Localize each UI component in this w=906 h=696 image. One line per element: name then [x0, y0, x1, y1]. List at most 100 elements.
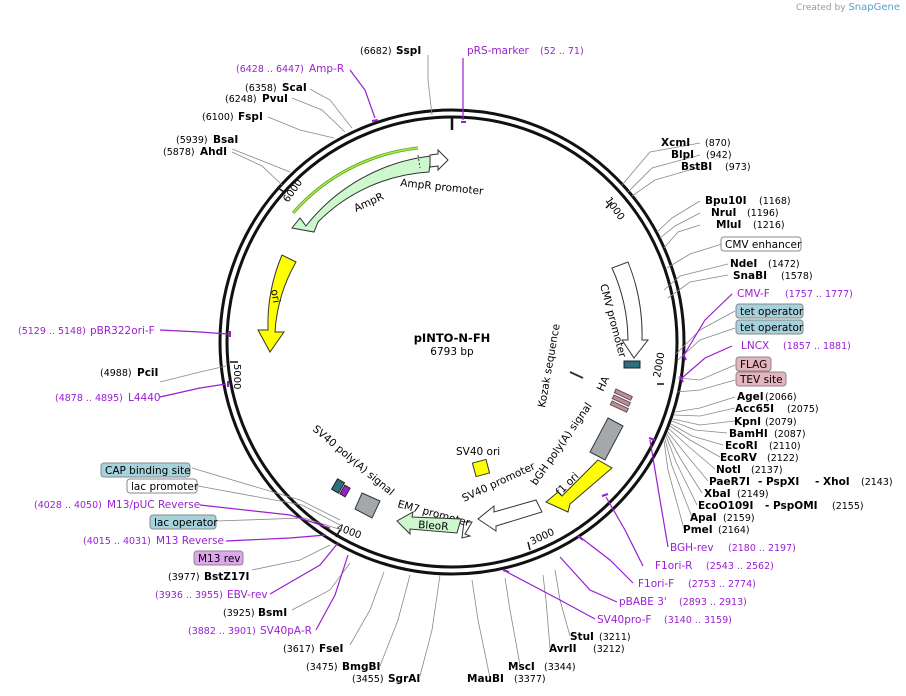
site-name-bamhi: BamHI — [729, 428, 768, 440]
ampr-label: AmpR — [352, 191, 386, 215]
box-cap-binding-site: CAP binding site — [105, 465, 191, 477]
tick-label-1000: 1000 — [603, 195, 627, 222]
site-pos-bstz17i: (3977) — [168, 572, 200, 583]
site-pos-maubi: (3377) — [514, 674, 546, 685]
backbone-outer-ring — [218, 108, 686, 576]
site-pos-apai: (2159) — [723, 513, 755, 524]
m13-rev-block — [339, 484, 351, 498]
primer-pos-cmv-f: (1757 .. 1777) — [785, 289, 853, 300]
site-pos-paer7i: (2143) — [861, 477, 893, 488]
site-name-fspi: FspI — [238, 111, 263, 123]
site-pos-noti: (2137) — [751, 465, 783, 476]
site-name-scai: ScaI — [282, 82, 307, 94]
snapgene-credit: Created by SnapGene — [796, 2, 900, 13]
site-pos-kpni: (2079) — [765, 417, 797, 428]
site-name-pspxi: - PspXI — [758, 476, 799, 488]
tick-label-2000: 2000 — [652, 352, 667, 379]
primer-name-pbabe3: pBABE 3' — [619, 596, 667, 608]
sv40-ori-label: SV40 ori — [456, 446, 500, 458]
site-name-mlui: MluI — [716, 219, 741, 231]
primer-name-sv40pro-f: SV40pro-F — [597, 614, 651, 626]
primer-name-f1ori-r: F1ori-R — [655, 560, 692, 572]
site-name-xhoi: - XhoI — [815, 476, 850, 488]
boxed-labels: CMV enhancer tet operator tet operator F… — [100, 236, 804, 566]
bgh-polya-block — [589, 417, 624, 461]
site-name-msci: MscI — [508, 661, 535, 673]
site-name-ecorv: EcoRV — [720, 452, 758, 464]
site-pos-ecoo109i: (2155) — [832, 501, 864, 512]
primer-pos-sv40pa-r: (3882 .. 3901) — [188, 626, 256, 637]
primer-name-f1ori-f: F1ori-F — [638, 578, 674, 590]
snapgene-logo-text: SnapGene — [848, 2, 900, 13]
site-name-psppomi: - PspOMI — [765, 500, 818, 512]
primer-pos-amp-r: (6428 .. 6447) — [236, 64, 304, 75]
site-name-bmgbi: BmgBI — [342, 661, 380, 673]
site-pos-sspi: (6682) — [360, 46, 392, 57]
ha-label: HA — [595, 374, 613, 393]
site-pos-bamhi: (2087) — [774, 429, 806, 440]
site-pos-bsmi: (3925) — [223, 608, 255, 619]
site-pos-scai: (6358) — [245, 83, 277, 94]
primer-pos-bgh-rev: (2180 .. 2197) — [728, 543, 796, 554]
bleor-label: BleoR — [418, 519, 449, 533]
site-name-ecoo109i: EcoO109I — [698, 500, 753, 512]
site-name-maubi: MauBI — [467, 673, 504, 685]
site-name-pmei: PmeI — [683, 524, 713, 536]
backbone-inner-ring — [225, 115, 679, 569]
primer-pos-prs-marker: (52 .. 71) — [540, 46, 584, 57]
ampr-promoter-arrow — [429, 148, 449, 172]
site-pos-bpu10i: (1168) — [759, 196, 791, 207]
site-pos-agei: (2066) — [765, 392, 797, 403]
site-name-xcmi: XcmI — [661, 137, 690, 149]
site-name-nrui: NruI — [711, 207, 736, 219]
box-lac-operator: lac operator — [154, 517, 218, 529]
box-tet-operator-1: tet operator — [740, 306, 804, 318]
primer-name-m13-reverse: M13 Reverse — [156, 535, 224, 547]
site-name-stui: StuI — [570, 631, 594, 643]
site-pos-bsai: (5939) — [176, 135, 208, 146]
box-tet-operator-2: tet operator — [740, 322, 804, 334]
site-name-paer7i: PaeR7I — [709, 476, 750, 488]
primer-pos-ebv-rev: (3936 .. 3955) — [155, 590, 223, 601]
site-name-xbai: XbaI — [704, 488, 731, 500]
site-pos-snabi: (1578) — [781, 271, 813, 282]
site-pos-avrii: (3212) — [593, 644, 625, 655]
primer-name-cmv-f: CMV-F — [737, 288, 770, 300]
site-pos-sgrai: (3455) — [352, 674, 384, 685]
primer-name-pbr322ori-f: pBR322ori-F — [90, 325, 155, 337]
f1-ori-arrow — [545, 459, 613, 513]
site-name-sspi: SspI — [396, 45, 421, 57]
primer-name-prs-marker: pRS-marker — [467, 45, 530, 57]
kozak-mark — [569, 371, 584, 379]
box-tev-site: TEV site — [739, 374, 783, 386]
plasmid-name: pINTO-N-FH — [414, 331, 491, 345]
site-pos-bstbi: (973) — [725, 162, 751, 173]
credit-prefix: Created by — [796, 3, 846, 13]
site-pos-ecorv: (2122) — [767, 453, 799, 464]
sv40-promoter-arrow — [477, 499, 543, 532]
ampr-arrow — [291, 155, 432, 233]
primer-name-amp-r: Amp-R — [309, 63, 344, 75]
site-pos-bmgbi: (3475) — [306, 662, 338, 673]
ampr-highlight-inner — [292, 147, 419, 214]
sv40-promoter-label: SV40 promoter — [460, 460, 538, 505]
site-pos-msci: (3344) — [544, 662, 576, 673]
box-flag: FLAG — [740, 359, 767, 371]
site-pos-mlui: (1216) — [753, 220, 785, 231]
sv40-polya-block — [354, 492, 381, 519]
primer-pos-lncx: (1857 .. 1881) — [783, 341, 851, 352]
primer-name-m13puc-reverse: M13/pUC Reverse — [107, 499, 200, 511]
site-name-ahdi: AhdI — [200, 146, 227, 158]
site-pos-xbai: (2149) — [737, 489, 769, 500]
site-pos-ndei: (1472) — [768, 259, 800, 270]
primer-pos-sv40pro-f: (3140 .. 3159) — [664, 615, 732, 626]
site-name-bstz17i: BstZ17I — [204, 571, 249, 583]
site-name-bstbi: BstBI — [681, 161, 712, 173]
ori-label: ori — [268, 288, 282, 304]
site-name-bpu10i: Bpu10I — [705, 195, 747, 207]
site-name-ecori: EcoRI — [725, 440, 758, 452]
cmv-promoter-arrow — [611, 261, 650, 359]
site-name-noti: NotI — [716, 464, 741, 476]
primer-name-l4440: L4440 — [128, 392, 161, 404]
